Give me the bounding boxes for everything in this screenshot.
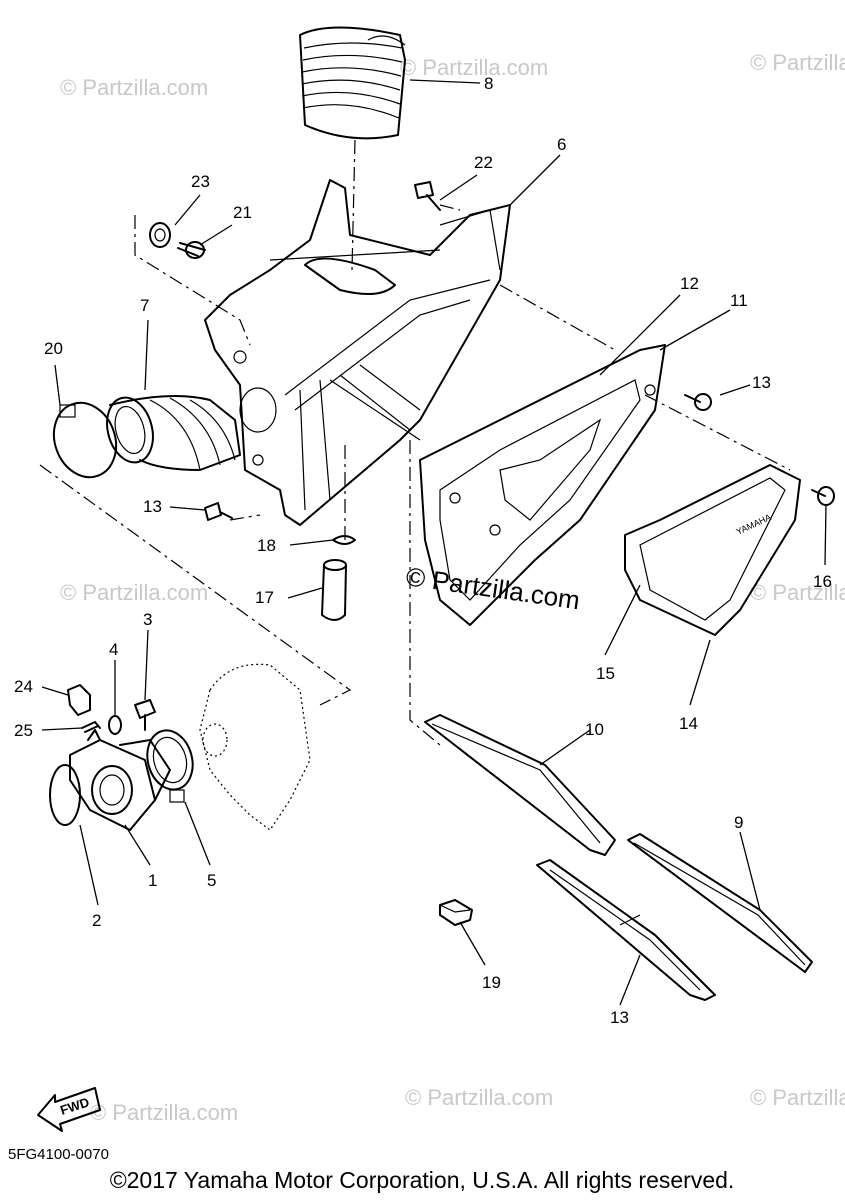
- callout-13-left: 13: [143, 497, 162, 516]
- clip-19: [332, 535, 356, 545]
- air-filter-case-6: [204, 179, 511, 526]
- part-code: 5FG4100-0070: [8, 1146, 109, 1163]
- watermark: © Partzilla.com: [60, 75, 208, 100]
- intake-boot-8: [299, 26, 406, 140]
- clamp-5: [146, 729, 194, 803]
- bolt-17: [811, 486, 835, 506]
- callout-22: 21: [233, 203, 252, 222]
- drain-pipe-18: [321, 559, 347, 621]
- cap-25: [67, 684, 91, 716]
- callout-25: 24: [14, 677, 33, 696]
- leader-lines: [41, 79, 827, 1006]
- callout-4: 4: [109, 640, 118, 659]
- side-cover-15-16: YAMAHA: [624, 464, 801, 636]
- callout-5: 5: [207, 871, 216, 890]
- callout-6: 6: [557, 135, 566, 154]
- filter-guide-14: [536, 859, 716, 1001]
- watermark: © Partzilla.com: [750, 50, 845, 75]
- watermark: © Partzilla.com: [750, 580, 845, 605]
- callout-26: 25: [14, 721, 33, 740]
- block-20: [439, 899, 473, 926]
- carburetor-outline: [199, 663, 311, 831]
- callout-13-right: 13: [752, 373, 771, 392]
- watermark-center: © Partzilla.com: [404, 561, 582, 615]
- callout-3: 3: [143, 610, 152, 629]
- callout-9: 9: [734, 813, 743, 832]
- bolt-13-right: [684, 393, 712, 411]
- watermark: © Partzilla.com: [405, 1085, 553, 1110]
- watermark: © Partzilla.com: [400, 55, 548, 80]
- watermark: © Partzilla.com: [60, 580, 208, 605]
- o-ring-2: [49, 764, 81, 826]
- callout-10: 10: [585, 720, 604, 739]
- filter-element-9: [627, 833, 813, 973]
- nut-24: [149, 222, 171, 248]
- callout-2: 2: [92, 911, 101, 930]
- watermark: © Partzilla.com: [90, 1100, 238, 1125]
- callout-12: 12: [680, 274, 699, 293]
- clip-26: [81, 721, 101, 733]
- callout-18: 17: [255, 588, 274, 607]
- callout-23: 22: [474, 153, 493, 172]
- hose-clamp-21: [52, 401, 118, 479]
- copyright-footer: ©2017 Yamaha Motor Corporation, U.S.A. A…: [110, 1167, 735, 1193]
- callout-20: 19: [482, 973, 501, 992]
- callout-numbers: 8 6 22 23 21 7 20 12 11 13 13 18 17 16 1…: [14, 74, 832, 1027]
- callout-21: 20: [44, 339, 63, 358]
- joint-7: [106, 395, 241, 471]
- callout-7: 7: [140, 296, 149, 315]
- assembly-lines: [39, 139, 791, 746]
- bolt-23: [414, 181, 441, 211]
- gasket-12-frame-11: [419, 344, 666, 626]
- filter-element-10: [424, 714, 616, 856]
- watermarks: © Partzilla.com © Partzilla.com © Partzi…: [60, 50, 845, 1125]
- callout-17: 16: [813, 572, 832, 591]
- callout-1: 1: [148, 871, 157, 890]
- callout-24: 23: [191, 172, 210, 191]
- bolt-22: [177, 241, 206, 259]
- bolt-13-left: [204, 502, 233, 521]
- cover-brand-label: YAMAHA: [735, 512, 773, 537]
- callout-19: 18: [257, 536, 276, 555]
- callout-11: 11: [730, 291, 748, 310]
- callout-15: 14: [679, 714, 698, 733]
- callout-14: 13: [610, 1008, 629, 1027]
- screw-3: [134, 699, 156, 731]
- callout-16: 15: [596, 664, 615, 683]
- watermark: © Partzilla.com: [750, 1085, 845, 1110]
- washer-4: [108, 715, 122, 735]
- callout-8: 8: [484, 74, 493, 93]
